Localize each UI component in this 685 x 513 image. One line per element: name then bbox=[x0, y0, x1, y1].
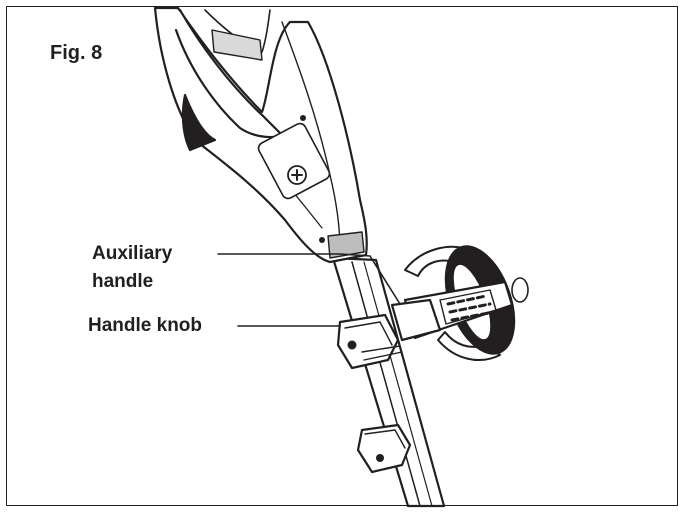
lower-knob bbox=[356, 423, 412, 474]
figure-title: Fig. 8 bbox=[50, 42, 103, 64]
handle-knob-label: Handle knob bbox=[88, 315, 203, 336]
handle-housing bbox=[153, 6, 368, 264]
auxiliary-grip bbox=[390, 280, 514, 342]
auxiliary-handle-label: Auxiliary handle bbox=[92, 243, 173, 292]
auxiliary-handle-leader bbox=[217, 253, 401, 305]
handle-knob bbox=[336, 313, 403, 370]
